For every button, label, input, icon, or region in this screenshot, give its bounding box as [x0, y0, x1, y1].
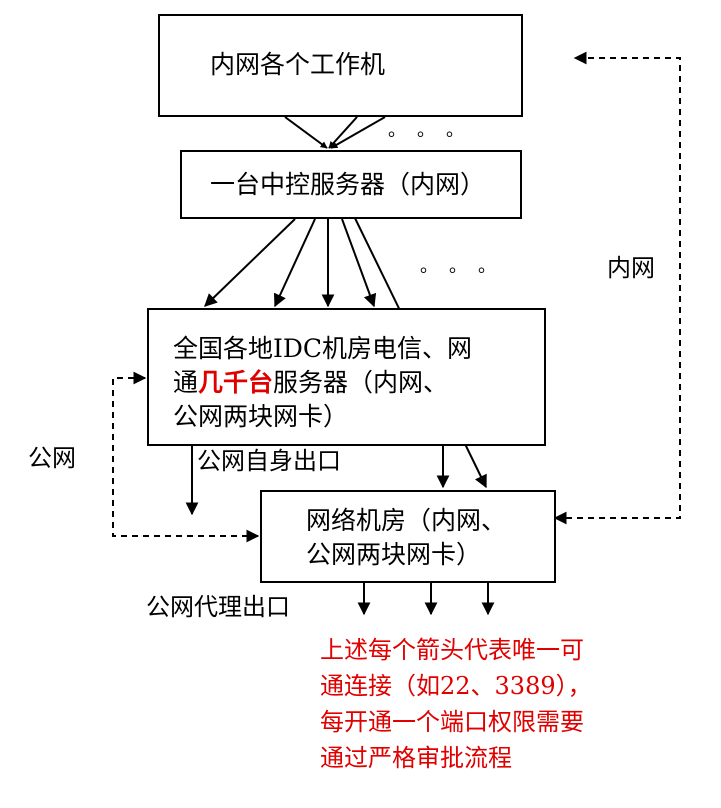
approval-note: 上述每个箭头代表唯一可 通连接（如22、3389）， 每开通一个端口权限需要 通…: [320, 632, 592, 776]
workstations-box: 内网各个工作机: [158, 14, 523, 117]
note-line-2: 通连接（如22、3389），: [320, 672, 592, 700]
idc-line-1: 全国各地IDC机房电信、网: [173, 334, 473, 363]
central-server-label: 一台中控服务器（内网）: [210, 170, 486, 199]
arrow-work-to-central-3: [330, 116, 386, 149]
public-net-label: 公网: [28, 444, 76, 472]
idc-line-2-prefix: 通: [173, 368, 199, 397]
proxy-exit-label: 公网代理出口: [146, 593, 290, 621]
network-room-line-1: 网络机房（内网、: [306, 506, 507, 535]
intranet-label: 内网: [607, 254, 655, 282]
arrow-work-to-central-1: [284, 116, 328, 149]
arrow-central-to-idc-1: [204, 218, 296, 307]
idc-line-2-suffix: 服务器（内网、: [273, 368, 449, 397]
network-room-box: 网络机房（内网、 公网两块网卡）: [260, 490, 556, 583]
ellipsis-middle: 。。。: [420, 256, 516, 277]
own-exit-label: 公网自身出口: [197, 447, 341, 475]
ellipsis-top: 。。。: [388, 120, 484, 141]
dashed-public-link: [112, 371, 260, 543]
arrow-central-to-idc-2: [273, 218, 316, 308]
central-server-box: 一台中控服务器（内网）: [180, 150, 522, 219]
arrow-work-to-central-2: [328, 116, 358, 149]
idc-servers-box: 全国各地IDC机房电信、网 通几千台服务器（内网、 公网两块网卡）: [147, 308, 546, 446]
idc-server-count-highlight: 几千台: [198, 368, 274, 397]
note-line-3: 每开通一个端口权限需要: [320, 708, 584, 736]
idc-line-3: 公网两块网卡）: [173, 402, 349, 431]
note-line-1: 上述每个箭头代表唯一可: [320, 636, 584, 664]
note-line-4: 通过严格审批流程: [320, 744, 512, 772]
network-room-line-2: 公网两块网卡）: [306, 540, 482, 569]
idc-line-2: 通几千台服务器（内网、: [173, 366, 448, 400]
arrow-central-to-idc-4: [341, 218, 377, 308]
dashed-intranet-link: [553, 51, 681, 525]
workstations-label: 内网各个工作机: [210, 50, 386, 79]
